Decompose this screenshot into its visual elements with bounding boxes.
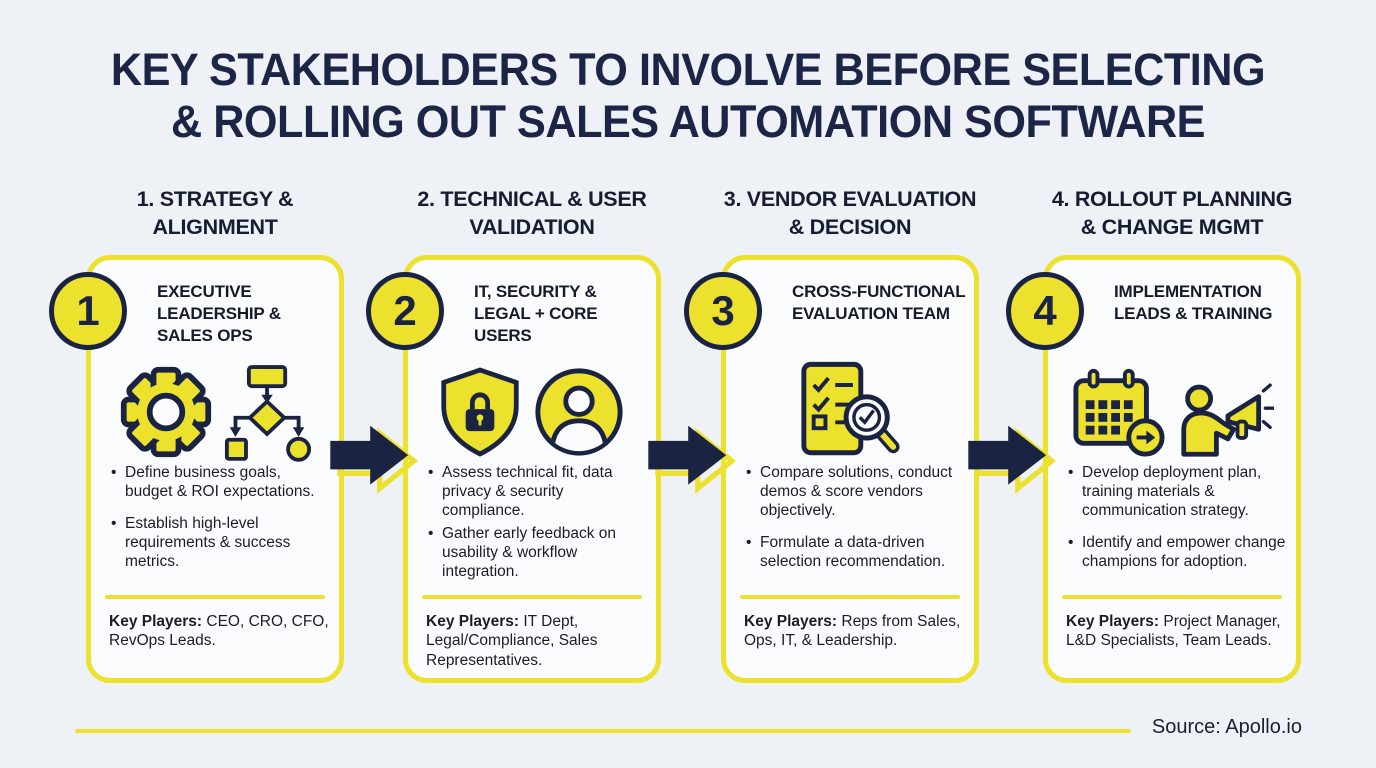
card-title: CROSS-FUNCTIONAL EVALUATION TEAM xyxy=(792,282,966,324)
card-divider xyxy=(422,595,642,599)
key-players: Key Players: Reps from Sales, Ops, IT, &… xyxy=(744,612,968,651)
step-header-1-line1: 1. STRATEGY & xyxy=(136,187,294,211)
checklist-magnifier-icon xyxy=(801,361,900,456)
key-players: Key Players: CEO, CRO, CFO, RevOps Leads… xyxy=(109,612,333,651)
step-header-1: 1. STRATEGY & ALIGNMENT xyxy=(55,186,375,242)
page-title-line2: & ROLLING OUT SALES AUTOMATION SOFTWARE xyxy=(170,96,1206,148)
bullet-item: Identify and empower change champions fo… xyxy=(1066,534,1288,572)
source-credit: Source: Apollo.io xyxy=(1151,716,1302,738)
bullet-item: Establish high-level requirements & succ… xyxy=(109,515,331,572)
flowchart-icon xyxy=(224,365,312,462)
card-icon-row xyxy=(726,356,974,468)
key-players-label: Key Players: xyxy=(744,613,838,630)
step-number-badge-1: 1 xyxy=(49,272,127,350)
card-bullets: Define business goals, budget & ROI expe… xyxy=(109,464,331,585)
step-header-4: 4. ROLLOUT PLANNING & CHANGE MGMT xyxy=(1012,186,1332,242)
key-players-text: CEO, CRO, CFO, RevOps Leads. xyxy=(109,613,329,650)
step-header-2: 2. TECHNICAL & USER VALIDATION xyxy=(372,186,692,242)
card-title: IT, SECURITY & LEGAL + CORE USERS xyxy=(474,282,598,346)
card-title: EXECUTIVE LEADERSHIP & SALES OPS xyxy=(157,282,281,346)
gear-icon xyxy=(120,366,212,458)
user-icon xyxy=(535,368,623,456)
footer-divider-line xyxy=(75,729,1131,733)
card-divider xyxy=(1062,595,1282,599)
step-header-3-line2: & DECISION xyxy=(788,214,912,239)
step-number-badge-2: 2 xyxy=(366,272,444,350)
arrow-right-icon xyxy=(648,425,737,494)
card-cross-functional-team: CROSS-FUNCTIONAL EVALUATION TEAM xyxy=(721,255,979,683)
card-bullets: Develop deployment plan, training materi… xyxy=(1066,464,1288,585)
step-header-4-line1: 4. ROLLOUT PLANNING xyxy=(1051,187,1293,211)
card-icon-row xyxy=(1048,356,1296,468)
bullet-item: Develop deployment plan, training materi… xyxy=(1066,464,1288,521)
step-header-3: 3. VENDOR EVALUATION & DECISION xyxy=(690,186,1010,242)
bullet-item: Assess technical fit, data privacy & sec… xyxy=(426,464,648,521)
megaphone-person-icon xyxy=(1181,383,1274,457)
key-players-label: Key Players: xyxy=(109,613,203,630)
step-number-badge-3: 3 xyxy=(684,272,762,350)
page-title-line1: KEY STAKEHOLDERS TO INVOLVE BEFORE SELEC… xyxy=(110,44,1266,95)
card-title: IMPLEMENTATION LEADS & TRAINING xyxy=(1114,282,1273,324)
bullet-item: Compare solutions, conduct demos & score… xyxy=(744,464,966,521)
bullet-item: Define business goals, budget & ROI expe… xyxy=(109,464,331,502)
shield-lock-icon xyxy=(441,367,519,457)
card-executive-leadership: EXECUTIVE LEADERSHIP & SALES OPS xyxy=(86,255,344,683)
step-header-4-line2: & CHANGE MGMT xyxy=(1080,214,1264,239)
bullet-item: Formulate a data-driven selection recomm… xyxy=(744,534,966,572)
bullet-item: Gather early feedback on usability & wor… xyxy=(426,525,648,582)
calendar-arrow-icon xyxy=(1073,368,1165,457)
card-implementation-leads: IMPLEMENTATION LEADS & TRAINING xyxy=(1043,255,1301,683)
card-bullets: Compare solutions, conduct demos & score… xyxy=(744,464,966,585)
card-divider xyxy=(105,595,325,599)
step-number-badge-4: 4 xyxy=(1006,272,1084,350)
step-header-2-line1: 2. TECHNICAL & USER xyxy=(417,187,647,211)
key-players-label: Key Players: xyxy=(426,613,520,630)
arrow-right-icon xyxy=(330,425,419,494)
card-icon-row xyxy=(408,356,656,468)
card-bullets: Assess technical fit, data privacy & sec… xyxy=(426,464,648,585)
step-header-2-line2: VALIDATION xyxy=(469,214,595,239)
arrow-right-icon xyxy=(968,425,1057,494)
step-header-1-line2: ALIGNMENT xyxy=(152,214,278,239)
card-divider xyxy=(740,595,960,599)
key-players-label: Key Players: xyxy=(1066,613,1160,630)
key-players-text: Reps from Sales, Ops, IT, & Leadership. xyxy=(744,613,961,650)
key-players: Key Players: Project Manager, L&D Specia… xyxy=(1066,612,1290,651)
key-players: Key Players: IT Dept, Legal/Compliance, … xyxy=(426,612,650,670)
step-header-3-line1: 3. VENDOR EVALUATION xyxy=(723,187,977,211)
card-icon-row xyxy=(91,356,339,468)
key-players-text: IT Dept, Legal/Compliance, Sales Represe… xyxy=(426,613,598,669)
page-title: KEY STAKEHOLDERS TO INVOLVE BEFORE SELEC… xyxy=(28,44,1349,148)
key-players-text: Project Manager, L&D Specialists, Team L… xyxy=(1066,613,1281,650)
